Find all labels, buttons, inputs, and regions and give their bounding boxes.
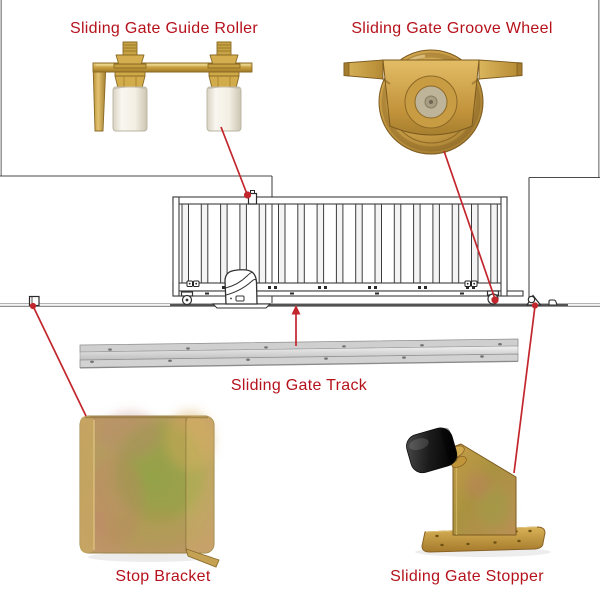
stop-bracket-photo xyxy=(79,410,220,568)
callout-dot-groove-wheel xyxy=(491,296,499,304)
label-groove-wheel: Sliding Gate Groove Wheel xyxy=(351,20,553,37)
label-track: Sliding Gate Track xyxy=(230,377,368,394)
sliding-gate xyxy=(172,190,524,309)
callout-arrow-track xyxy=(291,305,301,315)
end-bracket-marker xyxy=(548,299,558,306)
guide-roller-photo xyxy=(92,41,253,132)
gate-frame xyxy=(172,196,524,297)
guide-roller-white-roller-right xyxy=(206,86,242,132)
guide-roller-bolt-left xyxy=(113,41,147,89)
callout-dot-guide-roller xyxy=(243,191,252,199)
scene-line-art xyxy=(0,0,600,307)
callout-line-stopper xyxy=(513,305,536,474)
stopper-marker xyxy=(525,294,542,306)
guide-roller-bolt-right xyxy=(207,41,241,89)
stopper-photo xyxy=(406,427,551,557)
callout-line-groove-wheel xyxy=(443,150,496,300)
right-wall xyxy=(528,176,600,304)
label-guide-roller: Sliding Gate Guide Roller xyxy=(69,20,259,37)
stopper-rubber-knob xyxy=(406,427,458,474)
groove-wheel-photo xyxy=(343,49,523,155)
gate-bars xyxy=(181,203,498,284)
gate-wheel-left xyxy=(180,291,194,306)
gate-latch-left xyxy=(186,280,200,287)
gate-rail-fasteners xyxy=(205,286,475,295)
callout-dot-stopper xyxy=(531,302,539,309)
gate-latch-right xyxy=(464,280,478,287)
label-stop-bracket: Stop Bracket xyxy=(115,568,211,585)
callout-line-stop-bracket xyxy=(32,305,87,417)
track-photo xyxy=(79,338,519,369)
gate-guide-roller-marker xyxy=(247,190,258,205)
guide-roller-white-roller-left xyxy=(112,86,148,132)
callout-line-guide-roller xyxy=(220,126,248,195)
groove-wheel-hub xyxy=(404,75,458,129)
gate-motor xyxy=(211,269,272,309)
track-screw-holes xyxy=(90,343,502,363)
ground-line xyxy=(0,303,600,307)
callouts xyxy=(29,126,539,474)
label-stopper: Sliding Gate Stopper xyxy=(390,568,544,585)
